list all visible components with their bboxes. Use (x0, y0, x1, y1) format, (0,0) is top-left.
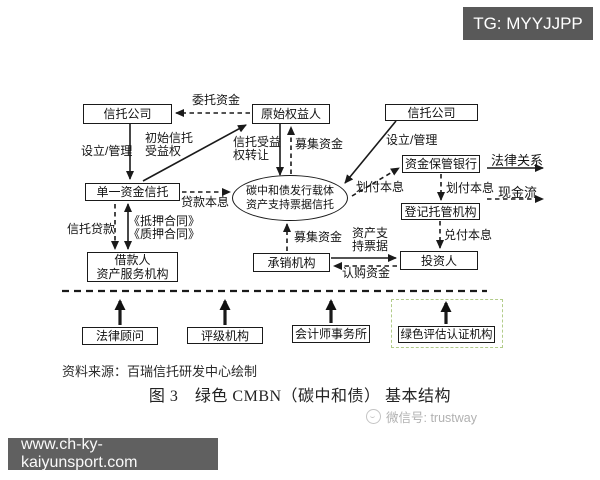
legend-legal-relation: 法律关系 (491, 153, 544, 168)
edge-initial-benefit-line (142, 124, 247, 182)
label-subscribe-funds: 认购资金 (342, 266, 391, 280)
node-rating-agency: 评级机构 (187, 327, 263, 344)
label-raise-funds-top: 募集资金 (295, 137, 344, 151)
label-redeem-pi: 兑付本息 (444, 228, 493, 242)
legend-cash-flow: 现金流 (498, 185, 538, 200)
figure-title: 图 3 绿色 CMBN（碳中和债） 基本结构 (148, 388, 452, 405)
node-single-fund-trust: 单一资金信托 (85, 183, 180, 201)
node-accounting-firm: 会计师事务所 (292, 325, 370, 343)
label-contracts: 《抵押合同》 《质押合同》 (128, 214, 201, 241)
wechat-logo-icon (366, 409, 381, 424)
node-trust-company-left: 信托公司 (83, 104, 172, 124)
node-investor: 投资人 (400, 251, 478, 270)
edge-setup-manage-right-line (344, 120, 397, 184)
node-borrower: 借款人 资产服务机构 (87, 252, 178, 282)
label-entrust-funds: 委托资金 (192, 93, 241, 107)
label-trust-loan: 信托贷款 (67, 222, 116, 236)
label-abn-notes: 资产支 持票据 (352, 226, 389, 253)
label-initial-benefit: 初始信托 受益权 (145, 131, 194, 158)
wechat-watermark: 微信号: trustway (366, 407, 477, 426)
node-green-cert: 绿色评估认证机构 (398, 326, 495, 343)
label-transfer-pi-diag: 划付本息 (356, 180, 405, 194)
node-registrar: 登记托管机构 (401, 203, 480, 220)
source-note: 资料来源：百瑞信托研发中心绘制 (62, 364, 258, 379)
tg-badge: TG: MYYJJPP (463, 7, 593, 40)
label-transfer-pi-vert: 划付本息 (446, 181, 495, 195)
label-loan-pi: 贷款本息 (181, 195, 230, 209)
node-underwriter: 承销机构 (253, 253, 330, 272)
label-raise-funds-bottom: 募集资金 (294, 230, 343, 244)
label-benefit-transfer: 信托受益 权转让 (233, 135, 282, 162)
edge-transfer-pi-diag-line (351, 167, 400, 197)
node-spv-oval: 碳中和债发行载体 资产支持票据信托 (232, 175, 348, 221)
node-trust-company-right: 信托公司 (385, 104, 478, 121)
label-setup-manage-right: 设立/管理 (386, 133, 438, 147)
node-originator: 原始权益人 (252, 104, 330, 124)
node-custody-bank: 资金保管银行 (402, 155, 480, 173)
wechat-id-text: 微信号: trustway (386, 411, 477, 425)
watermark-url-banner: www.ch-ky-kaiyunsport.com (8, 436, 218, 471)
green-cert-highlight-frame (391, 299, 503, 348)
label-setup-manage-left: 设立/管理 (81, 144, 133, 158)
node-legal-advisor: 法律顾问 (82, 327, 158, 345)
